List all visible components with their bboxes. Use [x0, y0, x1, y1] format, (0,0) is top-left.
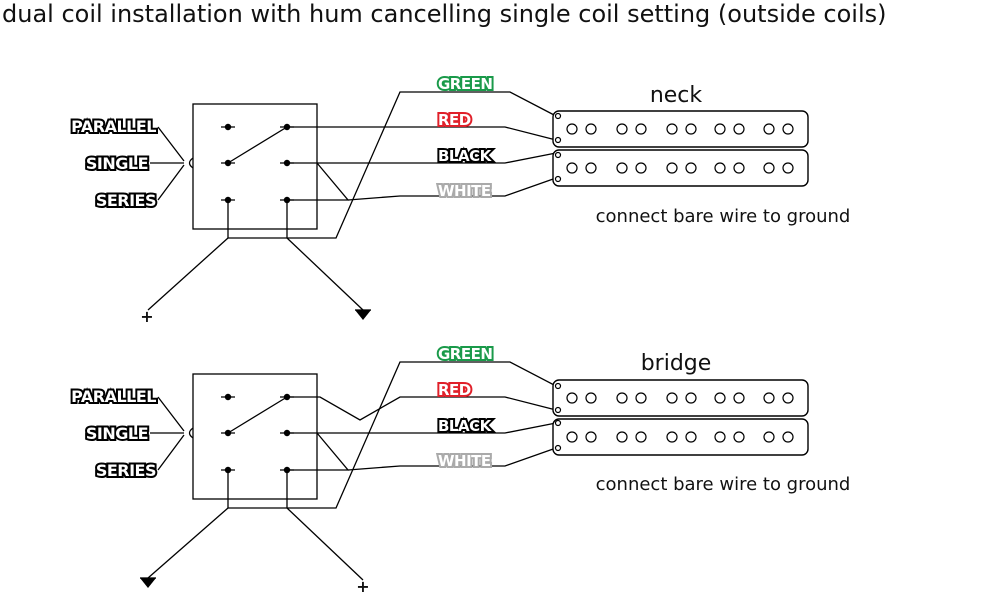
switch-internal-wiring [227, 126, 350, 201]
switch-knob [188, 427, 194, 439]
wire-label-green: GREEN [438, 75, 492, 93]
ground-note: connect bare wire to ground [596, 206, 851, 227]
wire-label-white: WHITE [438, 452, 491, 470]
wire-label-red: RED [438, 111, 471, 129]
position-pointer-lines [150, 396, 185, 471]
position-label-parallel: PARALLEL [71, 387, 156, 406]
pickup-name: neck [650, 83, 703, 108]
mini-toggle-switch [192, 103, 318, 230]
switch-lugs [221, 393, 294, 474]
output-ground-wire [286, 237, 364, 311]
position-label-single: SINGLE [86, 154, 148, 173]
switch-internal-wiring [227, 396, 350, 471]
pickup-name: bridge [641, 351, 712, 376]
bridge-section: PARALLEL SINGLE SERIES + GREEN RED BLACK… [69, 343, 851, 594]
switch-knob [188, 157, 194, 169]
wire-label-black: BLACK [438, 147, 493, 165]
lead-wire-red [287, 126, 557, 141]
diagram-title: dual coil installation with hum cancelli… [2, 0, 886, 28]
switch-lugs [221, 123, 294, 204]
lead-wire-green [227, 91, 557, 239]
humbucker-pickup [552, 110, 809, 187]
mini-toggle-switch [192, 373, 318, 500]
position-label-series: SERIES [96, 461, 156, 480]
plus-terminal: + [356, 577, 369, 594]
plus-terminal: + [140, 307, 153, 326]
humbucker-pickup [552, 379, 809, 456]
lead-wire-black [286, 152, 557, 238]
output-hot-wire [147, 237, 229, 311]
lead-wire-red [287, 396, 557, 421]
ground-icon [140, 577, 156, 588]
output-ground-wire [147, 507, 229, 579]
lead-wire-black [286, 422, 557, 508]
wire-label-white: WHITE [438, 182, 491, 200]
lead-wire-white [347, 447, 557, 471]
position-label-parallel: PARALLEL [71, 117, 156, 136]
neck-section: PARALLEL SINGLE SERIES + GREEN RED BLACK… [69, 73, 851, 326]
lead-wire-green [227, 361, 557, 509]
ground-icon [355, 309, 371, 320]
ground-note: connect bare wire to ground [596, 474, 851, 495]
position-label-single: SINGLE [86, 424, 148, 443]
position-pointer-lines [150, 126, 185, 201]
position-label-series: SERIES [96, 191, 156, 210]
output-hot-wire [286, 507, 364, 581]
lead-wire-white [347, 177, 557, 201]
wire-label-black: BLACK [438, 417, 493, 435]
wire-label-red: RED [438, 381, 471, 399]
wire-label-green: GREEN [438, 345, 492, 363]
